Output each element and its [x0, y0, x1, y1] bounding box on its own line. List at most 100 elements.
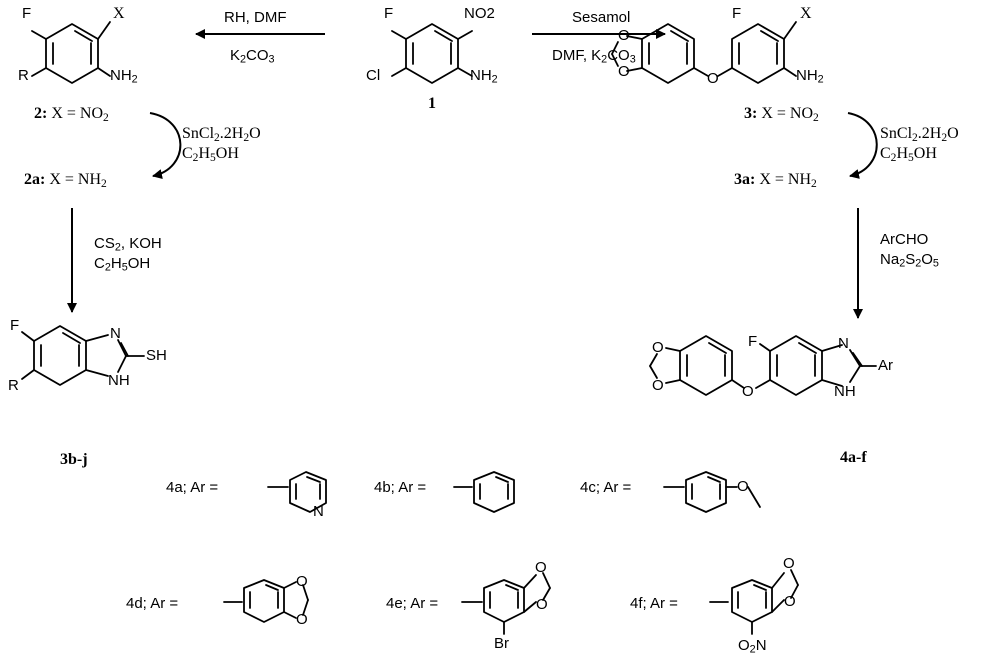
right-step-reagent-2-b: 2 [601, 53, 608, 66]
left-product-x: X [113, 5, 125, 22]
right-reduction-line-1: 3: X = NO2 [744, 106, 819, 124]
left-cyclization-2b: 2 [104, 261, 111, 274]
ring-4f-nitrobenzodioxole [709, 569, 799, 635]
product-3bj-nh: NH [108, 372, 130, 389]
right-step-reagent-2-a: DMF, K [552, 47, 602, 64]
ar-label-4a: 4a; Ar = [166, 479, 219, 496]
left-product-amine-sub: 2 [131, 73, 138, 86]
ar-4a-nitrogen: N [313, 503, 324, 520]
ar-label-4b: 4b; Ar = [374, 479, 427, 496]
ar-4f-oxygen-bottom: O [784, 593, 796, 610]
right-reduction-reagent-b-5: OH [913, 145, 937, 162]
left-reduction-line-1-id: 2: [34, 105, 52, 122]
left-reduction-reagent-b-3: H [198, 145, 210, 162]
right-step-reagent-1: Sesamol [572, 9, 631, 26]
right-cyclization-2c: S [905, 251, 916, 268]
left-reduction-line-1-sub: 2 [103, 111, 109, 124]
ar-4c-oxygen: O [737, 478, 749, 495]
right-reduction-line-1-sub: 2 [813, 111, 819, 124]
left-step-reagent-2-b: 2 [240, 53, 247, 66]
left-reduction-line-2-x: X = NH [49, 171, 102, 188]
compound-1-amine: NH2 [470, 67, 498, 86]
right-product-amine: NH2 [796, 67, 824, 86]
right-cyclization-2e: O [921, 251, 933, 268]
right-product-amine-nh: NH [796, 67, 818, 84]
ar-label-4f: 4f; Ar = [630, 595, 678, 612]
compound-1-nitro-text: NO2 [464, 5, 495, 22]
right-cyclization-reagent-2: Na2S2O5 [880, 251, 939, 270]
right-reduction-reagent-a-1: SnCl [880, 125, 913, 142]
left-cyclization-2c: H [110, 255, 122, 272]
left-cyclization-2d: 5 [121, 261, 128, 274]
ar-label-4e: 4e; Ar = [386, 595, 439, 612]
left-reduction-reagent-a: SnCl2.2H2O [182, 125, 261, 144]
ring-4c-methoxyphenyl [663, 471, 761, 513]
ar-4f-nitro-o: O [738, 637, 750, 654]
right-product-amine-sub: 2 [817, 73, 824, 86]
right-reduction-line-2: 3a: X = NH2 [734, 171, 817, 190]
left-reduction-line-2-sub: 2 [101, 177, 107, 190]
left-reduction-reagent-b-1: C [182, 145, 193, 162]
left-reduction-reagent-a-5: O [249, 125, 261, 142]
left-cyclization-2e: OH [127, 255, 151, 272]
left-product-amine-nh: NH [110, 67, 132, 84]
right-reduction-reagent-b-2: 2 [890, 151, 897, 164]
right-reduction-reagent-b: C2H5OH [880, 145, 937, 164]
ar-4e-oxygen-bottom: O [536, 596, 548, 613]
ring-4b-phenyl [453, 471, 515, 513]
left-product-amine: NH2 [110, 67, 138, 86]
product-4af-label: 4a-f [840, 449, 867, 466]
right-reduction-reagent-a-3: .2H [917, 125, 942, 142]
left-reduction-reagent-a-1: SnCl [182, 125, 215, 142]
compound-1-fluoro: F [384, 5, 394, 22]
ar-4f-nitro-n: N [755, 637, 767, 654]
left-step-reagent-2: K2CO3 [230, 48, 275, 66]
right-reduction-line-2-x: X = NH [759, 171, 812, 188]
right-cyclization-reagent-1: ArCHO [880, 231, 929, 248]
left-cyclization-1a: CS [94, 235, 115, 252]
ar-4f-nitro-sub: 2 [749, 643, 756, 656]
right-cyclization-2b: 2 [899, 257, 906, 270]
product-4af-nh: NH [834, 383, 856, 400]
left-reduction-reagent-b-2: 2 [192, 151, 199, 164]
compound-1-amine-nh: NH [470, 67, 492, 84]
left-reduction-line-2-id: 2a: [24, 171, 50, 188]
product-4af-dioxole-o-top: O [652, 339, 664, 356]
product-4af-n: N [838, 335, 849, 352]
right-cyclization-2f: 5 [932, 257, 939, 270]
left-reduction-reagent-a-3: .2H [219, 125, 244, 142]
compound-1-amine-sub: 2 [491, 73, 498, 86]
right-product-dioxole-o-top: O [618, 27, 630, 44]
right-reduction-line-2-id: 3a: [734, 171, 760, 188]
right-reduction-reagent-b-4: 5 [908, 151, 914, 164]
curved-arrow-left [149, 112, 182, 179]
left-cyclization-1b: 2 [114, 241, 121, 254]
product-3bj-n: N [110, 325, 121, 342]
product-4af-dioxole-o-bottom: O [652, 377, 664, 394]
left-cyclization-2a: C [94, 255, 105, 272]
ar-4e-bromo: Br [494, 635, 509, 652]
ring-3bj [21, 325, 145, 386]
product-4af-ar: Ar [878, 357, 893, 374]
product-3bj-label: 3b-j [60, 451, 88, 468]
curved-arrow-right [847, 112, 878, 179]
product-3bj-r: R [8, 377, 19, 394]
left-reduction-reagent-b: C2H5OH [182, 145, 239, 164]
ring-right-product [611, 21, 797, 84]
product-4af-fluoro: F [748, 333, 758, 350]
ring-4d-benzodioxole [223, 579, 309, 623]
right-product-x: X [800, 5, 812, 22]
left-reduction-reagent-b-5: OH [215, 145, 239, 162]
right-reduction-line-2-sub: 2 [811, 177, 817, 190]
left-reduction-line-1-x: X = NO [51, 105, 104, 122]
right-reduction-reagent-b-1: C [880, 145, 891, 162]
right-cyclization-2d: 2 [915, 257, 922, 270]
right-product-dioxole-o-bottom: O [618, 63, 630, 80]
product-3bj-fluoro: F [10, 317, 20, 334]
compound-1-chloro: Cl [366, 67, 381, 84]
left-step-reagent-2-d: 3 [268, 53, 275, 66]
left-cyclization-1c: , KOH [120, 235, 162, 252]
right-step-reagent-2-d: 3 [629, 53, 636, 66]
ring-left-product [31, 21, 111, 84]
